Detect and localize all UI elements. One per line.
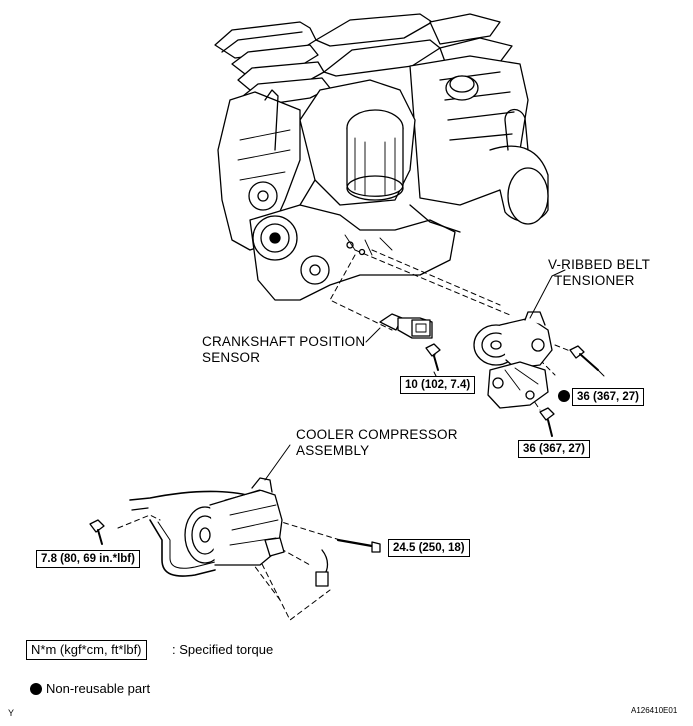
vribbed-belt-label-line1: V-RIBBED BELT xyxy=(548,257,651,272)
torque-tensioner-bolt-lower: 36 (367, 27) xyxy=(518,440,591,458)
compressor-drawing xyxy=(129,444,329,587)
torque-crank-sensor-bolt: 10 (102, 7.4) xyxy=(400,376,476,394)
legend-torque-desc: : Specified torque xyxy=(172,642,274,657)
bolt-icon xyxy=(425,343,441,381)
crankshaft-sensor-drawing xyxy=(365,313,433,343)
footer-left-mark: Y xyxy=(8,708,15,718)
crankshaft-sensor-label-line1: CRANKSHAFT POSITION xyxy=(202,334,366,349)
vribbed-belt-label-line2: TENSIONER xyxy=(554,273,635,288)
crankshaft-sensor-label-line2: SENSOR xyxy=(202,350,261,365)
legend-torque-unit: N*m (kgf*cm, ft*lbf) xyxy=(26,640,147,660)
figure-id: A126410E01 xyxy=(631,706,678,715)
non-reusable-dot-icon xyxy=(30,683,42,695)
legend-nonreusable-desc: Non-reusable part xyxy=(46,681,151,696)
torque-compressor-bolt-left: 7.8 (80, 69 in.*lbf) xyxy=(36,550,140,568)
engine-block-drawing xyxy=(214,13,549,301)
bolt-icon xyxy=(569,345,605,377)
cooler-compressor-label-line2: ASSEMBLY xyxy=(296,443,370,458)
torque-compressor-bolt-right: 24.5 (250, 18) xyxy=(388,539,470,557)
bolt-icon xyxy=(89,519,105,545)
cooler-compressor-label-line1: COOLER COMPRESSOR xyxy=(296,427,458,442)
tensioner-drawing xyxy=(473,269,566,409)
non-reusable-dot-icon xyxy=(558,390,570,402)
bolt-icon xyxy=(336,538,381,553)
bolt-icon xyxy=(539,407,555,437)
torque-tensioner-bolt-upper: 36 (367, 27) xyxy=(572,388,645,406)
